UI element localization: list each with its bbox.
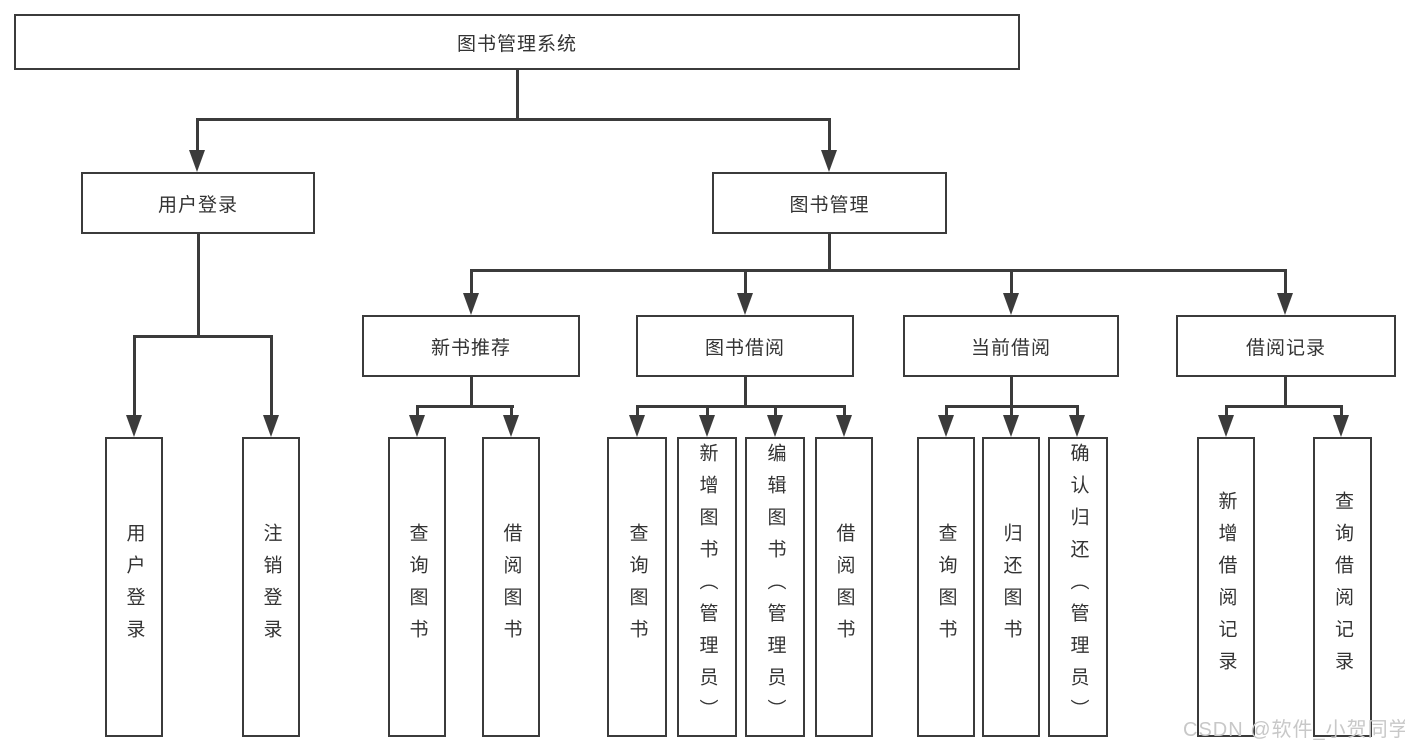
node-label: 查询借阅记录: [1332, 491, 1353, 683]
node-leaf-add-books-admin: 新增图书（管理员）: [677, 437, 737, 737]
arrowhead-down-icon: [836, 415, 852, 437]
node-label: 新增图书（管理员）: [696, 443, 718, 731]
node-current-borrowing: 当前借阅: [903, 315, 1119, 377]
connector-line: [416, 405, 419, 419]
node-leaf-borrow-books: 借阅图书: [482, 437, 540, 737]
arrowhead-down-icon: [737, 293, 753, 315]
connector-line: [270, 335, 273, 417]
connector-line: [196, 118, 831, 121]
node-new-book-recommend: 新书推荐: [362, 315, 580, 377]
connector-line: [744, 269, 747, 295]
connector-line: [133, 335, 136, 417]
node-root-library-system: 图书管理系统: [14, 14, 1020, 70]
arrowhead-down-icon: [629, 415, 645, 437]
arrowhead-down-icon: [1069, 415, 1085, 437]
arrowhead-down-icon: [189, 150, 205, 172]
connector-line: [774, 405, 777, 419]
connector-line: [828, 118, 831, 152]
node-leaf-borrow-books-2: 借阅图书: [815, 437, 873, 737]
connector-line: [636, 405, 639, 419]
node-leaf-return-books: 归还图书: [982, 437, 1040, 737]
connector-line: [1010, 269, 1013, 295]
node-label: 借阅图书: [500, 523, 522, 651]
arrowhead-down-icon: [409, 415, 425, 437]
arrowhead-down-icon: [938, 415, 954, 437]
arrowhead-down-icon: [263, 415, 279, 437]
arrowhead-down-icon: [126, 415, 142, 437]
arrowhead-down-icon: [503, 415, 519, 437]
connector-line: [744, 377, 747, 408]
node-leaf-logout: 注销登录: [242, 437, 300, 737]
node-label: 借阅记录: [1245, 337, 1326, 359]
node-user-login: 用户登录: [81, 172, 315, 234]
node-book-management: 图书管理: [712, 172, 947, 234]
connector-line: [416, 405, 514, 408]
node-label: 用户登录: [123, 523, 145, 651]
node-leaf-query-books-3: 查询图书: [917, 437, 975, 737]
connector-line: [843, 405, 846, 419]
connector-line: [133, 335, 273, 338]
node-leaf-confirm-return-admin: 确认归还（管理员）: [1048, 437, 1108, 737]
node-leaf-query-borrow-record: 查询借阅记录: [1313, 437, 1372, 737]
connector-line: [470, 269, 473, 295]
node-leaf-query-books: 查询图书: [388, 437, 446, 737]
connector-line: [470, 377, 473, 408]
node-label: 图书管理: [789, 194, 870, 216]
node-label: 借阅图书: [833, 523, 855, 651]
connector-line: [516, 70, 519, 120]
node-label: 用户登录: [157, 194, 238, 216]
node-label: 新增借阅记录: [1215, 491, 1237, 683]
arrowhead-down-icon: [767, 415, 783, 437]
connector-line: [1340, 405, 1343, 419]
connector-line: [197, 234, 200, 338]
arrowhead-down-icon: [1003, 293, 1019, 315]
connector-line: [1010, 377, 1013, 408]
connector-line: [1284, 377, 1287, 408]
node-label: 查询图书: [935, 523, 957, 651]
connector-line: [510, 405, 513, 419]
node-borrowing-records: 借阅记录: [1176, 315, 1396, 377]
node-leaf-add-borrow-record: 新增借阅记录: [1197, 437, 1255, 737]
connector-line: [1225, 405, 1228, 419]
node-label: 注销登录: [260, 523, 282, 651]
connector-line: [470, 269, 1287, 272]
node-label: 查询图书: [406, 523, 428, 651]
connector-line: [1225, 405, 1343, 408]
connector-line: [828, 234, 831, 272]
node-leaf-edit-books-admin: 编辑图书（管理员）: [745, 437, 805, 737]
connector-line: [196, 118, 199, 152]
connector-line: [1010, 405, 1013, 419]
node-leaf-query-books-2: 查询图书: [607, 437, 667, 737]
connector-line: [636, 405, 845, 408]
arrowhead-down-icon: [463, 293, 479, 315]
csdn-watermark: CSDN @软件_小贺同学: [1183, 719, 1405, 741]
connector-line: [706, 405, 709, 419]
arrowhead-down-icon: [699, 415, 715, 437]
connector-line: [1284, 269, 1287, 295]
node-book-borrowing: 图书借阅: [636, 315, 854, 377]
node-label: 图书借阅: [704, 337, 785, 359]
node-label: 新书推荐: [430, 337, 511, 359]
arrowhead-down-icon: [821, 150, 837, 172]
arrowhead-down-icon: [1218, 415, 1234, 437]
node-leaf-user-login: 用户登录: [105, 437, 163, 737]
connector-line: [945, 405, 948, 419]
arrowhead-down-icon: [1333, 415, 1349, 437]
connector-line: [1076, 405, 1079, 419]
arrowhead-down-icon: [1003, 415, 1019, 437]
node-label: 图书管理系统: [456, 33, 577, 55]
node-label: 编辑图书（管理员）: [764, 443, 786, 731]
node-label: 查询图书: [626, 523, 648, 651]
arrowhead-down-icon: [1277, 293, 1293, 315]
node-label: 归还图书: [1000, 523, 1022, 651]
node-label: 确认归还（管理员）: [1067, 443, 1089, 731]
node-label: 当前借阅: [970, 337, 1051, 359]
